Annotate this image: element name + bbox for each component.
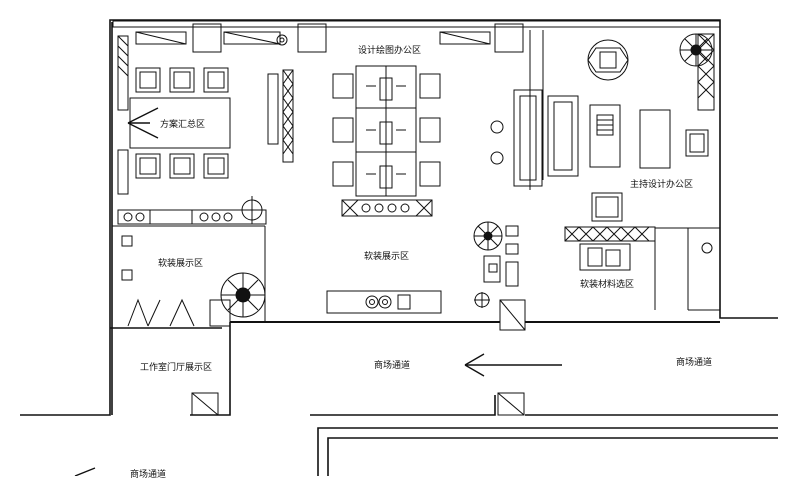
exterior-walls [20,19,778,476]
window-strips [112,20,721,53]
label-mall-corridor-bottom: 商场通道 [130,470,167,480]
label-studio-lobby-display: 工作室门厅展示区 [140,363,213,373]
corridor-arrows [74,353,562,476]
material-selection-furniture [474,225,656,308]
label-soft-decor-display-left: 软装展示区 [158,259,204,269]
partitions [112,30,720,331]
top-cabinets [135,31,491,46]
lobby-fixtures [191,392,525,416]
label-mall-corridor-right: 商场通道 [676,358,713,368]
plant-icons [220,33,713,318]
display-counter [326,290,442,314]
label-mall-corridor-center: 商场通道 [374,361,411,371]
label-chief-designer-office: 主持设计办公区 [630,180,694,190]
label-soft-decor-display-center: 软装展示区 [364,252,410,262]
proposal-area-furniture [117,35,294,195]
design-office-desks [332,65,441,217]
soft-decor-display-left [117,209,267,327]
label-design-office: 设计绘图办公区 [358,46,422,56]
label-soft-material-selection: 软装材料选区 [580,280,635,290]
chief-office-furniture [490,33,715,254]
label-proposal-area: 方案汇总区 [160,120,206,130]
